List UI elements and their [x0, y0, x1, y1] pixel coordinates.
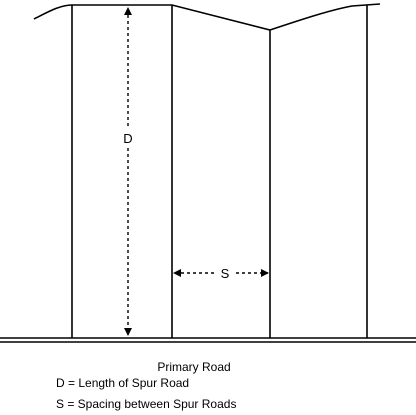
legend-spacing: S = Spacing between Spur Roads: [56, 397, 236, 411]
legend-length: D = Length of Spur Road: [56, 376, 189, 390]
top-boundary-line: [33, 3, 381, 31]
length-symbol-label: D: [123, 131, 132, 146]
spacing-symbol-label: S: [221, 266, 230, 281]
primary-road-label: Primary Road: [157, 360, 230, 374]
